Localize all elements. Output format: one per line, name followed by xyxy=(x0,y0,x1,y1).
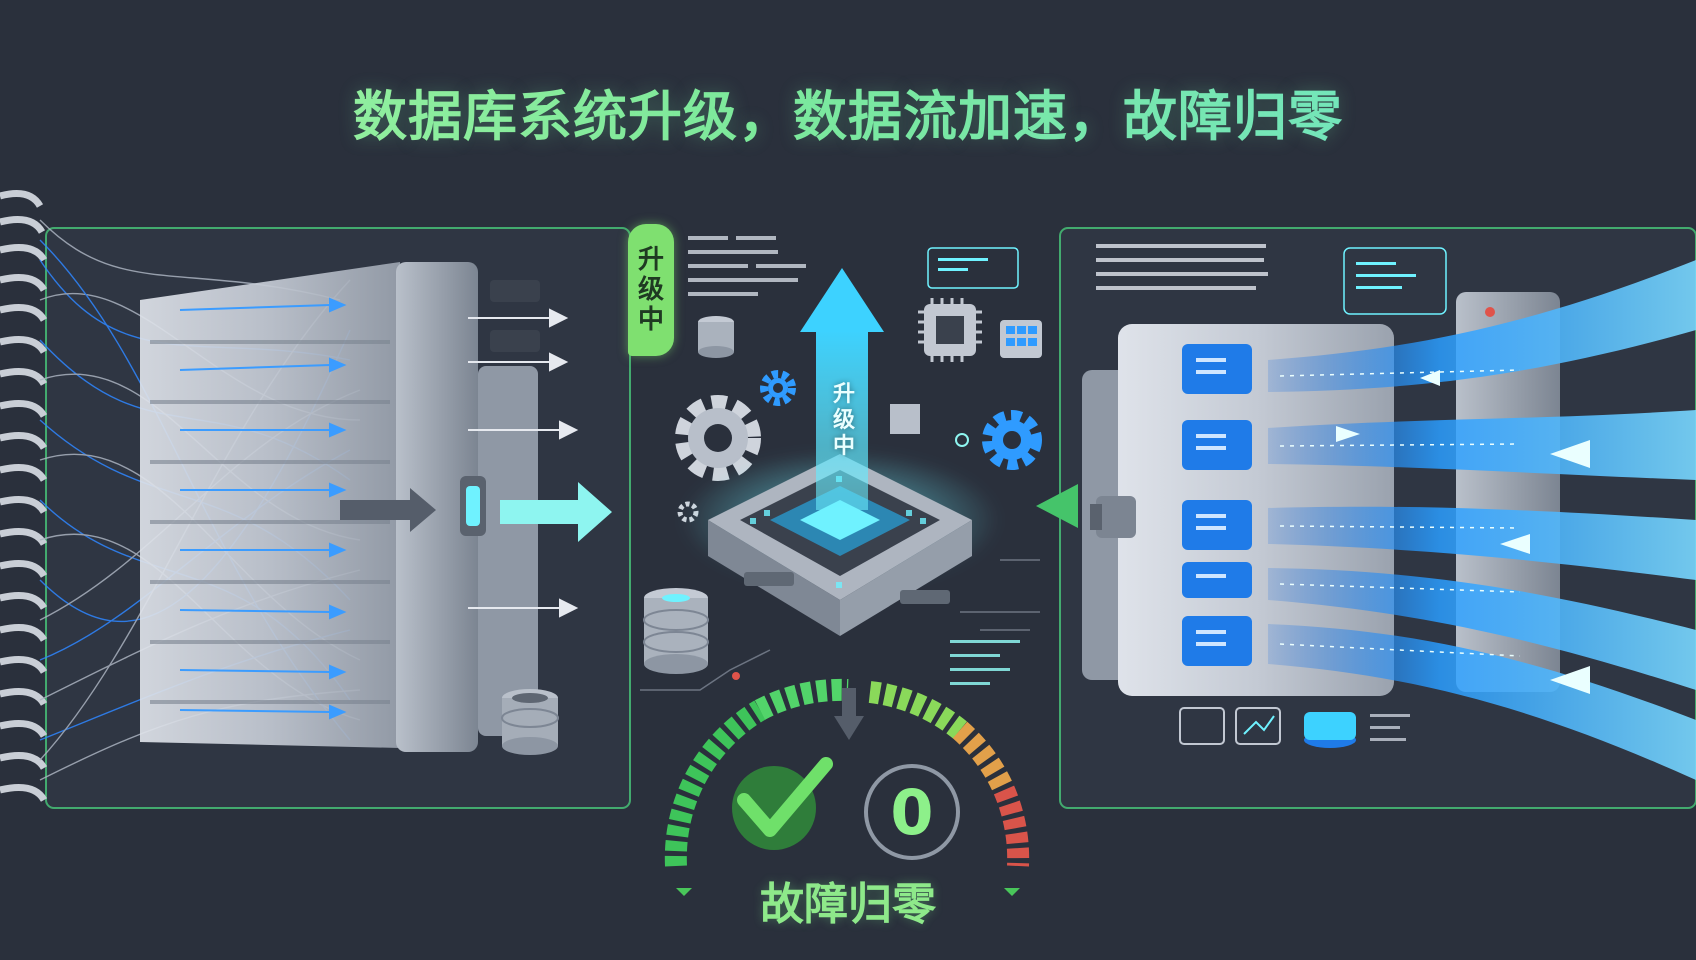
fault-gauge xyxy=(664,678,1030,896)
gear-icon xyxy=(760,370,796,406)
checkmark-icon xyxy=(732,757,833,850)
connector-arrow xyxy=(1036,484,1078,528)
database-icon xyxy=(501,689,559,755)
screen-panel xyxy=(927,247,1019,289)
arrow-label-char: 升 xyxy=(832,382,855,407)
log-lines xyxy=(1096,244,1268,290)
screen-panel xyxy=(1343,247,1447,315)
cable-bundle xyxy=(0,190,48,802)
database-icon xyxy=(643,588,709,674)
chaotic-data-arrows xyxy=(179,297,347,720)
arrow-label-char: 级 xyxy=(832,408,855,433)
database-icon xyxy=(698,316,734,358)
left-panel xyxy=(0,190,631,809)
upgrade-arrow-label: 升 级 中 xyxy=(822,382,866,460)
output-arrows xyxy=(340,280,612,618)
center-upgrade xyxy=(640,236,1042,691)
circuit-traces xyxy=(640,559,1040,691)
fault-count-value: 0 xyxy=(890,775,934,849)
status-tag-char: 级 xyxy=(637,275,664,305)
node-dot xyxy=(955,433,969,447)
accelerated-data-flow xyxy=(1268,260,1696,780)
grid-icon xyxy=(1000,320,1042,358)
legacy-server-rack xyxy=(140,262,538,752)
status-tag-char: 升 xyxy=(637,245,664,275)
cpu-chip-icon xyxy=(918,298,982,362)
code-snippet xyxy=(1370,714,1410,741)
upgrading-status-tag: 升 级 中 xyxy=(628,224,674,356)
page-title: 数据库系统升级，数据流加速，故障归零 xyxy=(0,72,1696,151)
fault-gauge-caption: 故障归零 xyxy=(760,879,936,930)
right-panel xyxy=(1036,227,1696,809)
code-snippet xyxy=(950,640,1020,685)
gear-icon xyxy=(675,395,761,481)
status-dot xyxy=(732,672,740,680)
chip-platform xyxy=(680,450,1000,636)
arrow-label-char: 中 xyxy=(832,434,855,459)
status-tag-char: 中 xyxy=(637,305,664,335)
upgrade-arrow xyxy=(800,268,884,510)
document-icon xyxy=(890,404,920,434)
gear-icon xyxy=(982,410,1042,470)
code-snippet xyxy=(688,236,806,296)
monitor-icon xyxy=(1179,707,1356,748)
